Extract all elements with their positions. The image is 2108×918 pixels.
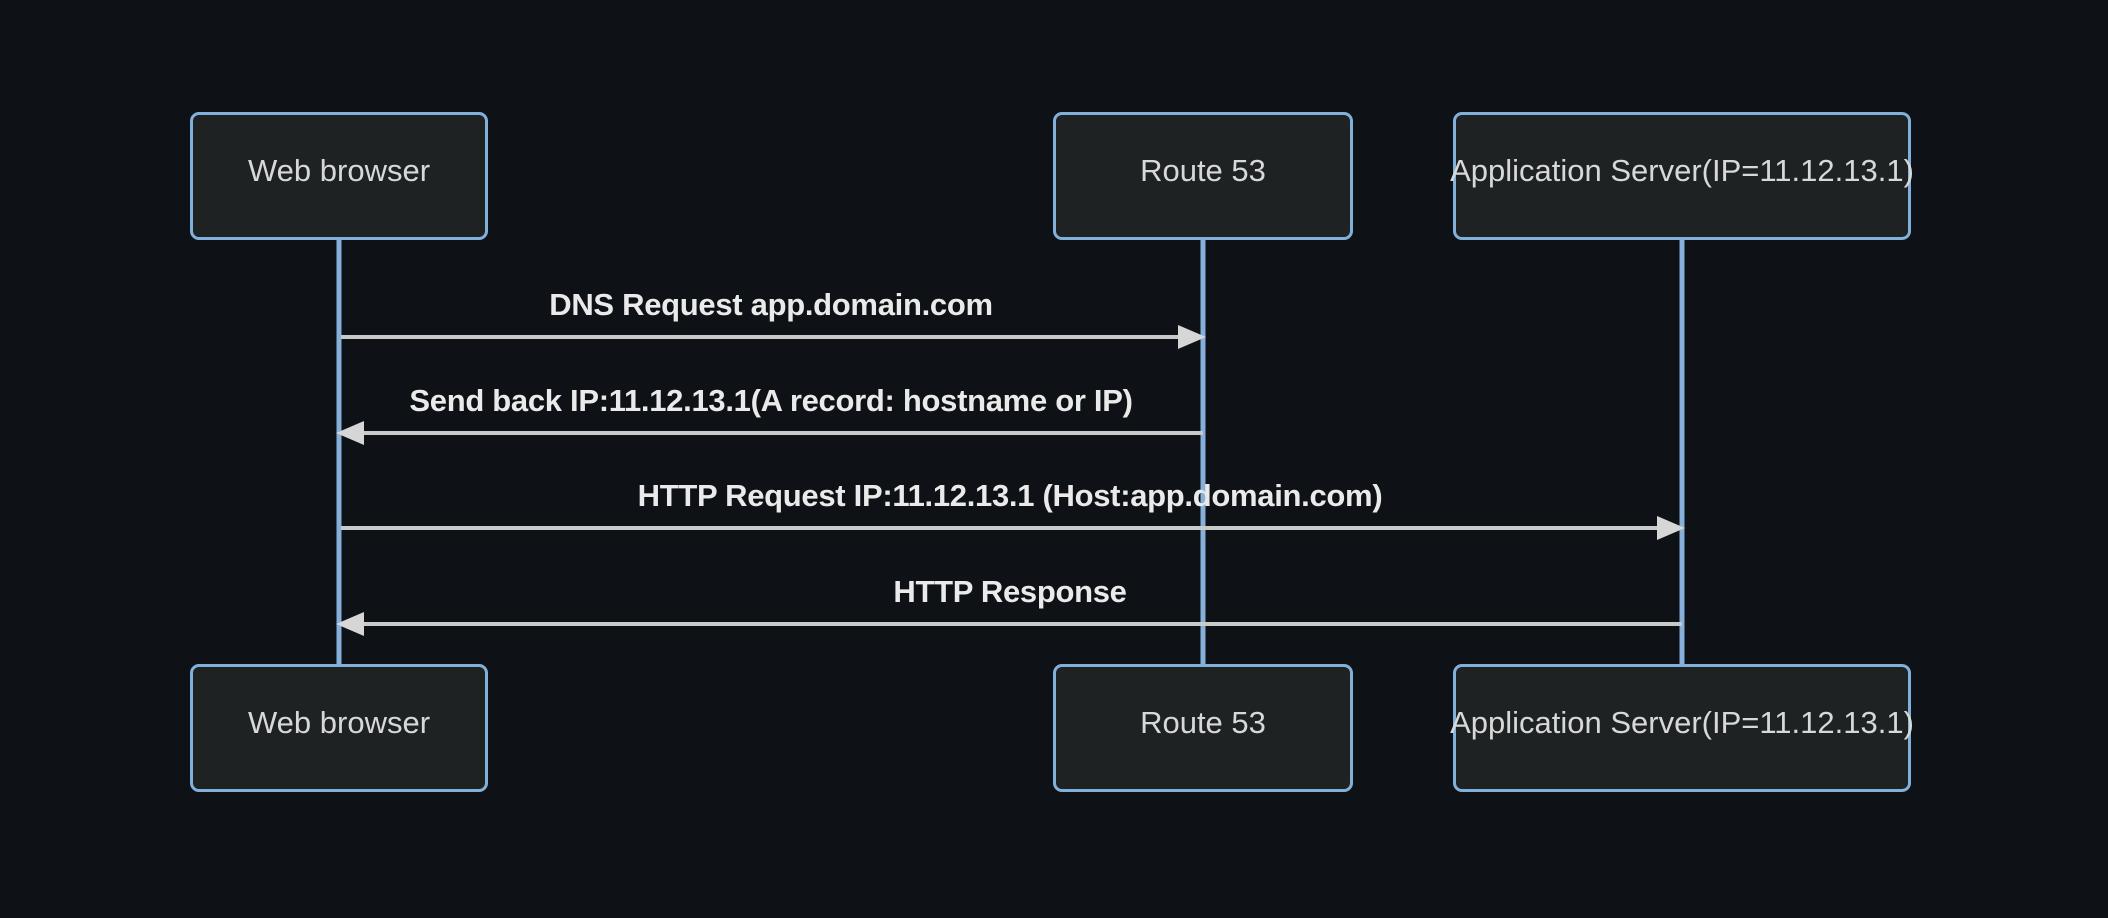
actor-box-web-browser-top: Web browser — [190, 112, 488, 240]
actor-label: Application Server(IP=11.12.13.1) — [1450, 705, 1914, 740]
actor-label: Route 53 — [1140, 705, 1266, 740]
actor-label: Application Server(IP=11.12.13.1) — [1450, 153, 1914, 188]
arrowhead-right-icon — [1178, 325, 1206, 349]
message-label-http-request: HTTP Request IP:11.12.13.1 (Host:app.dom… — [637, 478, 1383, 513]
actor-label: Web browser — [247, 705, 431, 740]
arrowhead-left-icon — [336, 421, 364, 445]
actor-box-app-server-bottom: Application Server(IP=11.12.13.1) — [1450, 664, 1914, 792]
arrowhead-right-icon — [1657, 516, 1685, 540]
message-label-http-response: HTTP Response — [893, 574, 1127, 609]
actor-box-route-53-bottom: Route 53 — [1053, 664, 1353, 792]
arrowhead-left-icon — [336, 612, 364, 636]
actor-box-route-53-top: Route 53 — [1053, 112, 1353, 240]
message-label-send-back-ip: Send back IP:11.12.13.1(A record: hostna… — [409, 383, 1133, 418]
actor-label: Route 53 — [1140, 153, 1266, 188]
actor-box-app-server-top: Application Server(IP=11.12.13.1) — [1450, 112, 1914, 240]
actor-box-web-browser-bottom: Web browser — [190, 664, 488, 792]
actor-label: Web browser — [247, 153, 431, 188]
message-label-dns-request: DNS Request app.domain.com — [549, 287, 993, 322]
